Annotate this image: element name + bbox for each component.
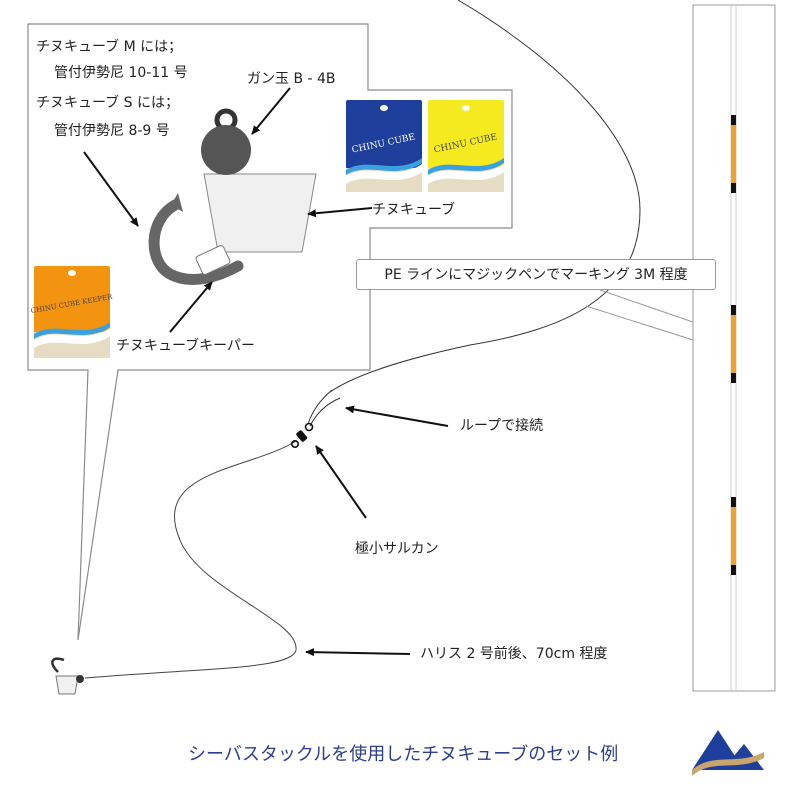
- callout-line-3: チヌキューブ S には；: [36, 95, 179, 111]
- arrow-to-cube: [307, 207, 373, 218]
- caption: シーバスタックルを使用したチヌキューブのセット例: [188, 744, 619, 765]
- zoom-line-bottom: [585, 305, 694, 341]
- arrow-to-leader: [305, 648, 411, 657]
- cube-keeper-icon: [195, 245, 231, 275]
- pe-line-marking-box: PE ラインにマジックペンでマーキング 3M 程度: [356, 259, 716, 290]
- pe-line-loop: [307, 389, 341, 427]
- package-yellow: CHINU CUBE: [428, 100, 504, 192]
- loop-label: ループで接続: [460, 418, 544, 434]
- hook-icon: [148, 199, 244, 285]
- hook-barb: [171, 193, 183, 212]
- swivel-label: 極小サルカン: [355, 541, 439, 557]
- arrow-to-hook: [83, 151, 139, 227]
- cube-label: チヌキューブ: [372, 202, 456, 218]
- leader-label: ハリス 2 号前後、70cm 程度: [420, 646, 608, 662]
- sinker-label: ガン玉 B - 4B: [247, 71, 336, 87]
- swivel-icon: [290, 422, 314, 448]
- callout-line-2: 管付伊勢尼 10-11 号: [54, 65, 188, 81]
- package-orange: CHINU CUBE KEEPER: [30, 266, 114, 358]
- chinu-cube-icon: [203, 173, 317, 253]
- arrow-to-sinker: [251, 87, 291, 135]
- arrow-to-swivel: [315, 445, 367, 519]
- rod-marking: [692, 4, 776, 692]
- sinker-icon: [201, 108, 251, 175]
- keeper-label: チヌキューブキーパー: [116, 338, 256, 354]
- package-blue: CHINU CUBE: [346, 100, 422, 192]
- brand-logo: [692, 730, 764, 776]
- callout-line-4: 管付伊勢尼 8-9 号: [54, 123, 170, 139]
- callout-line-1: チヌキューブ M には；: [36, 39, 183, 55]
- zoom-line-top: [599, 289, 694, 323]
- arrow-to-keeper: [169, 281, 213, 333]
- arrow-to-loop: [345, 405, 449, 427]
- leader-line: [84, 440, 297, 679]
- small-rig-icon: [51, 657, 84, 695]
